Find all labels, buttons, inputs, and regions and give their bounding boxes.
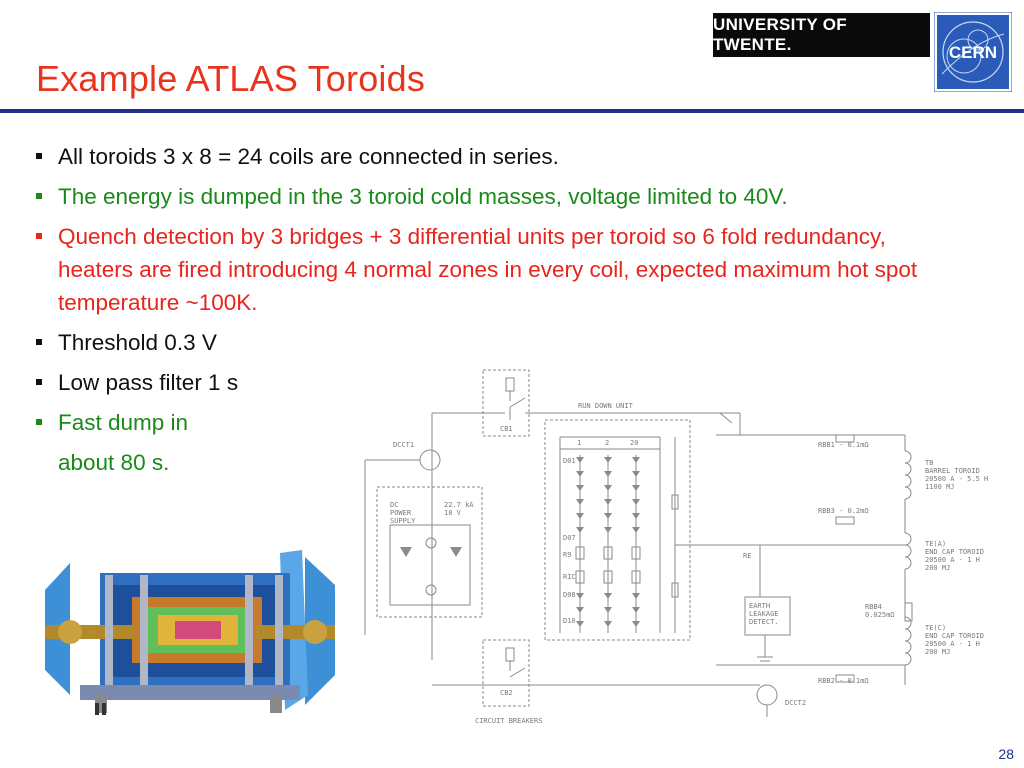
column-label-20: 20	[630, 439, 638, 447]
bullet-square-icon	[36, 233, 42, 239]
page-number: 28	[998, 746, 1014, 762]
bullet-item: All toroids 3 x 8 = 24 coils are connect…	[36, 140, 996, 173]
dcct1-label: DCCT1	[393, 441, 414, 449]
dc-supply-line-2: POWER	[390, 509, 412, 517]
coil-bt-line-4: 1100 MJ	[925, 483, 955, 491]
slide-title: Example ATLAS Toroids	[36, 58, 426, 99]
circuit-breakers-label: CIRCUIT BREAKERS	[475, 717, 542, 725]
coil-ecc-line-1: TE(C)	[925, 624, 946, 632]
bullet-square-icon	[36, 339, 42, 345]
cb1-label: CB1	[500, 425, 513, 433]
cb2-label: CB2	[500, 689, 513, 697]
coil-bt-line-1: TB	[925, 459, 933, 467]
rbb3-label: RBB3 - 0.2mΩ	[818, 507, 869, 515]
university-of-twente-logo: UNIVERSITY OF TWENTE.	[713, 13, 930, 57]
bullet-item: Quench detection by 3 bridges + 3 differ…	[36, 220, 958, 319]
run-down-unit-label: RUN DOWN UNIT	[578, 402, 634, 410]
column-label-1: 1	[577, 439, 581, 447]
dcct2-label: DCCT2	[785, 699, 806, 707]
bullet-text: Quench detection by 3 bridges + 3 differ…	[58, 224, 918, 315]
bullet-text: All toroids 3 x 8 = 24 coils are connect…	[58, 144, 559, 169]
row-label-ric: RIC	[563, 573, 576, 581]
coil-eca-line-4: 200 MJ	[925, 564, 950, 572]
bullet-text: Threshold 0.3 V	[58, 330, 217, 355]
atlas-detector-image	[45, 550, 335, 715]
bullet-item: Low pass filter 1 s	[36, 366, 996, 399]
title-underline	[0, 109, 1024, 113]
coil-eca-line-3: 20500 A - 1 H	[925, 556, 980, 564]
coil-ecc-line-4: 200 MJ	[925, 648, 950, 656]
cern-logo: CERN	[934, 12, 1012, 92]
rbb4-label: RBB4	[865, 603, 882, 611]
dc-supply-line-3: SUPPLY	[390, 517, 416, 525]
bullet-list: All toroids 3 x 8 = 24 coils are connect…	[36, 140, 996, 479]
earth-leakage-line-2: LEAKAGE	[749, 610, 779, 618]
bullet-text: Fast dump in	[58, 410, 189, 435]
re-label: RE	[743, 552, 751, 560]
bullet-square-icon	[36, 193, 42, 199]
bullet-item: Fast dump in	[36, 406, 996, 439]
bullet-item: The energy is dumped in the 3 toroid col…	[36, 180, 996, 213]
cern-logo-text: CERN	[949, 43, 997, 62]
bullet-text: The energy is dumped in the 3 toroid col…	[58, 184, 788, 209]
row-label-d01: D01	[563, 457, 576, 465]
coil-bt-line-3: 20500 A - 5.5 H	[925, 475, 988, 483]
bullet-square-icon	[36, 379, 42, 385]
coil-bt-line-2: BARREL TOROID	[925, 467, 980, 475]
bullet-square-icon	[36, 419, 42, 425]
circuit-schematic: CB1 RUN DOWN UNIT DCCT1 DC POWER SUPPLY …	[364, 369, 988, 725]
dc-supply-line-1: DC	[390, 501, 398, 509]
earth-leakage-line-3: DETECT.	[749, 618, 779, 626]
bullet-square-icon	[36, 153, 42, 159]
earth-leakage-line-1: EARTH	[749, 602, 770, 610]
rbb2-label: RBB2 - 0.1mΩ	[818, 677, 869, 685]
column-label-2: 2	[605, 439, 609, 447]
supply-rating-voltage: 18 V	[444, 509, 462, 517]
rbb1-label: RBB1 - 0.1mΩ	[818, 441, 869, 449]
supply-rating-current: 22.7 kA	[444, 501, 474, 509]
row-label-d07: D07	[563, 534, 576, 542]
bullet-item: Threshold 0.3 V	[36, 326, 996, 359]
coil-eca-line-2: END CAP TOROID	[925, 548, 984, 556]
bullet-text: Low pass filter 1 s	[58, 370, 239, 395]
rbb4-value: 0.025mΩ	[865, 611, 895, 619]
coil-eca-line-1: TE(A)	[925, 540, 946, 548]
coil-ecc-line-2: END CAP TOROID	[925, 632, 984, 640]
row-label-d08: D08	[563, 591, 576, 599]
row-label-r9: R9	[563, 551, 571, 559]
row-label-d10: D10	[563, 617, 576, 625]
bullet-continuation: about 80 s.	[58, 450, 170, 475]
coil-ecc-line-3: 20500 A - 1 H	[925, 640, 980, 648]
